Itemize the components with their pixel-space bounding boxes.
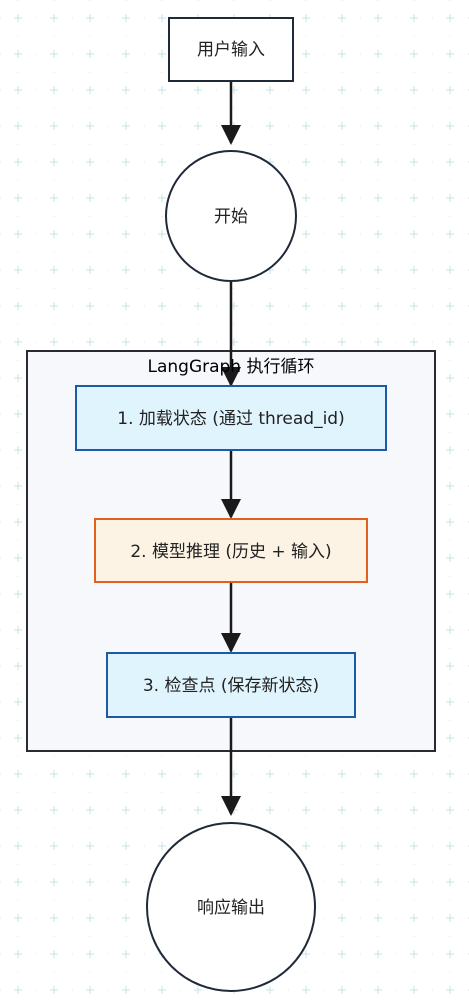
group-title: LangGraph 执行循环 <box>147 357 314 377</box>
step1-label: 1. 加载状态 (通过 thread_id) <box>117 409 344 429</box>
user-input-box <box>168 17 294 82</box>
node-step2: 2. 模型推理 (历史 + 输入) <box>94 518 368 583</box>
node-output: 响应输出 <box>146 822 316 992</box>
user-input-label: 用户输入 <box>197 40 265 60</box>
output-label: 响应输出 <box>197 898 265 918</box>
start-label: 开始 <box>214 207 248 227</box>
step3-label: 3. 检查点 (保存新状态) <box>143 676 319 696</box>
step3-box <box>106 652 356 718</box>
node-user-input: 用户输入 <box>168 17 294 82</box>
node-start: 开始 <box>165 150 297 282</box>
node-step1: 1. 加载状态 (通过 thread_id) <box>75 385 387 451</box>
step2-box <box>94 518 368 583</box>
step2-label: 2. 模型推理 (历史 + 输入) <box>130 542 331 562</box>
output-circle <box>146 822 316 992</box>
start-circle <box>165 150 297 282</box>
node-step3: 3. 检查点 (保存新状态) <box>106 652 356 718</box>
step1-box <box>75 385 387 451</box>
